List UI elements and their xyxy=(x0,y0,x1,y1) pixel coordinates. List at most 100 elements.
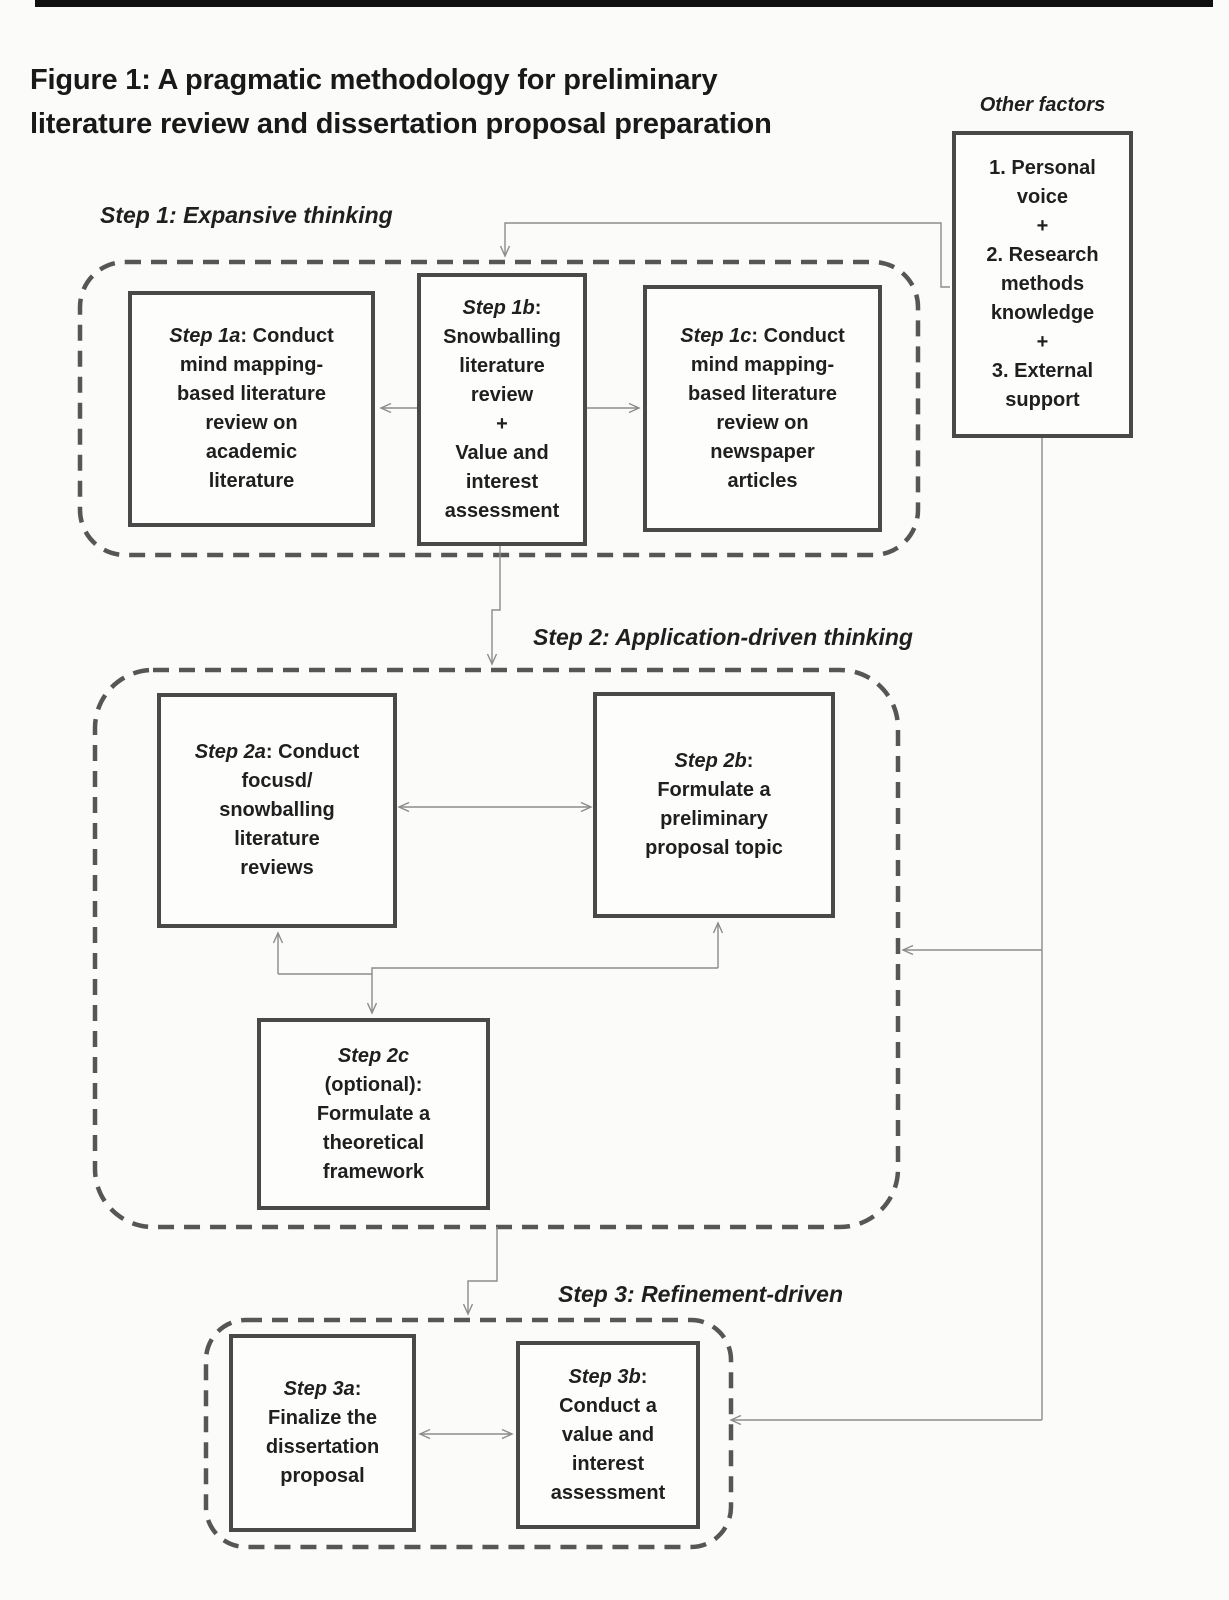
text-line: 1. Personal xyxy=(989,157,1096,179)
step2b-title-line: Step 2b: xyxy=(675,747,754,776)
step2a-name: Step 2a xyxy=(194,741,266,763)
text-line: literature xyxy=(208,470,295,492)
text-line: Finalize the xyxy=(268,1407,377,1429)
step1-dashed-container xyxy=(77,259,921,558)
step1c-text: mind mapping-based literature review on ne… xyxy=(688,351,837,496)
step2c-title-line: Step 2c xyxy=(338,1042,409,1071)
text-line: review on xyxy=(205,412,298,434)
text-line: mind mapping- xyxy=(179,354,324,376)
text-line: Value and xyxy=(455,441,549,464)
text-line: mind mapping- xyxy=(690,353,835,376)
step3b-box: Step 3b: Conduct a value and interest asses… xyxy=(516,1341,700,1529)
step2a-name-suffix: : Conduct xyxy=(265,741,360,763)
step3-dashed-container xyxy=(203,1317,734,1550)
text-line: knowledge xyxy=(990,302,1095,324)
section-step1-label: Step 1: Expansive thinking xyxy=(100,202,393,228)
step1c-name-suffix: : Conduct xyxy=(751,324,845,347)
text-line: 3. External xyxy=(991,360,1094,382)
step1b-name-suffix: : xyxy=(534,296,542,319)
text-line: dissertation xyxy=(265,1436,380,1458)
figure-title-line2: literature review and dissertation propo… xyxy=(30,108,772,140)
text-line: literature xyxy=(459,354,545,377)
text-line: 2. Research xyxy=(986,244,1099,266)
text-line: theoretical xyxy=(322,1131,425,1154)
step2c-text: (optional): Formulate a theoretical framewo… xyxy=(317,1071,430,1187)
step1a-name-suffix: : Conduct xyxy=(240,325,334,347)
text-line: newspaper xyxy=(710,440,815,463)
step1a-box: Step 1a: Conduct mind mapping-based lite… xyxy=(128,291,375,527)
text-line: snowballing xyxy=(219,799,335,821)
step2a-box: Step 2a: Conduct focusd/snowballing liter… xyxy=(157,693,397,928)
text-line: proposal topic xyxy=(645,837,783,859)
text-line: academic xyxy=(205,441,298,463)
text-line: focusd/ xyxy=(241,770,313,792)
step2b-name: Step 2b xyxy=(674,750,747,772)
step1a-title-line: Step 1a: Conduct xyxy=(169,322,333,351)
step3b-text: Conduct a value and interest assessment xyxy=(551,1392,666,1508)
step3a-box: Step 3a: Finalize the dissertation proposa… xyxy=(229,1334,416,1532)
figure-title-line1: Figure 1: A pragmatic methodology for pr… xyxy=(30,64,718,96)
step2c-box: Step 2c (optional): Formulate a theoretica… xyxy=(257,1018,490,1210)
text-line: interest xyxy=(465,470,539,493)
section-step3-label: Step 3: Refinement-driven xyxy=(558,1281,843,1307)
step2b-text: Formulate a preliminary proposal topic xyxy=(645,776,783,863)
text-line: + xyxy=(1036,331,1049,353)
text-line: assessment xyxy=(444,499,560,522)
scan-artifact-bar xyxy=(35,0,1213,7)
step1b-box: Step 1b: Snowballing literature review + Val… xyxy=(417,273,587,546)
step3a-title-line: Step 3a: xyxy=(284,1375,362,1404)
text-line: methods xyxy=(1000,273,1085,295)
step3a-text: Finalize the dissertation proposal xyxy=(266,1404,379,1491)
text-line: (optional): xyxy=(324,1073,423,1096)
text-line: review on xyxy=(716,411,809,434)
step3a-name: Step 3a xyxy=(283,1378,355,1400)
arrow-otherfactors-to-step1 xyxy=(499,222,950,288)
step1b-text: Snowballing literature review + Value and int… xyxy=(443,323,561,526)
step1c-name: Step 1c xyxy=(680,324,752,347)
step2b-name-suffix: : xyxy=(746,750,754,772)
step2a-text: focusd/snowballing literature reviews xyxy=(219,767,335,883)
text-line: interest xyxy=(571,1452,645,1475)
step1b-name: Step 1b xyxy=(462,296,535,319)
text-line: proposal xyxy=(280,1465,365,1487)
step1c-box: Step 1c: Conduct mind mapping-based lite… xyxy=(643,285,882,532)
step2a-title-line: Step 2a: Conduct xyxy=(195,738,359,767)
other-factors-label: Other factors xyxy=(979,94,1106,116)
text-line: assessment xyxy=(550,1481,666,1504)
text-line: reviews xyxy=(240,857,314,879)
text-line: review xyxy=(470,383,534,406)
text-line: literature xyxy=(234,828,320,850)
text-line: value and xyxy=(561,1423,655,1446)
step2b-box: Step 2b: Formulate a preliminary proposal … xyxy=(593,692,835,918)
figure-title: Figure 1: A pragmatic methodology for pr… xyxy=(30,58,772,146)
step1a-text: mind mapping-based literature review on ac… xyxy=(177,351,326,496)
text-line: preliminary xyxy=(660,808,768,830)
other-factors-text: 1. Personal voice +2. Research methods knowl… xyxy=(986,154,1098,415)
text-line: Formulate a xyxy=(657,779,771,801)
text-line: Formulate a xyxy=(316,1102,431,1125)
step2c-name: Step 2c xyxy=(337,1044,410,1067)
text-line: voice xyxy=(1016,186,1069,208)
step3a-name-suffix: : xyxy=(354,1378,362,1400)
step3b-name-suffix: : xyxy=(640,1365,648,1388)
step3b-title-line: Step 3b: xyxy=(569,1363,648,1392)
text-line: based literature xyxy=(177,383,326,405)
step1a-name: Step 1a xyxy=(169,325,241,347)
text-line: Snowballing xyxy=(443,325,561,348)
text-line: + xyxy=(496,412,508,435)
step1c-title-line: Step 1c: Conduct xyxy=(680,322,844,351)
arrow-step1-to-step2 xyxy=(486,546,501,666)
text-line: Conduct a xyxy=(559,1394,657,1417)
step1b-title-line: Step 1b: xyxy=(463,294,542,323)
step3b-name: Step 3b xyxy=(568,1365,641,1388)
other-factors-box: 1. Personal voice +2. Research methods knowl… xyxy=(952,131,1133,438)
text-line: framework xyxy=(322,1160,425,1183)
arrow-step2-to-step3 xyxy=(462,1227,498,1316)
connector-step2-feedback-line xyxy=(278,967,718,975)
section-step2-label: Step 2: Application-driven thinking xyxy=(533,624,913,650)
text-line: + xyxy=(1036,215,1049,237)
text-line: support xyxy=(1005,389,1080,411)
text-line: based literature xyxy=(688,382,837,405)
